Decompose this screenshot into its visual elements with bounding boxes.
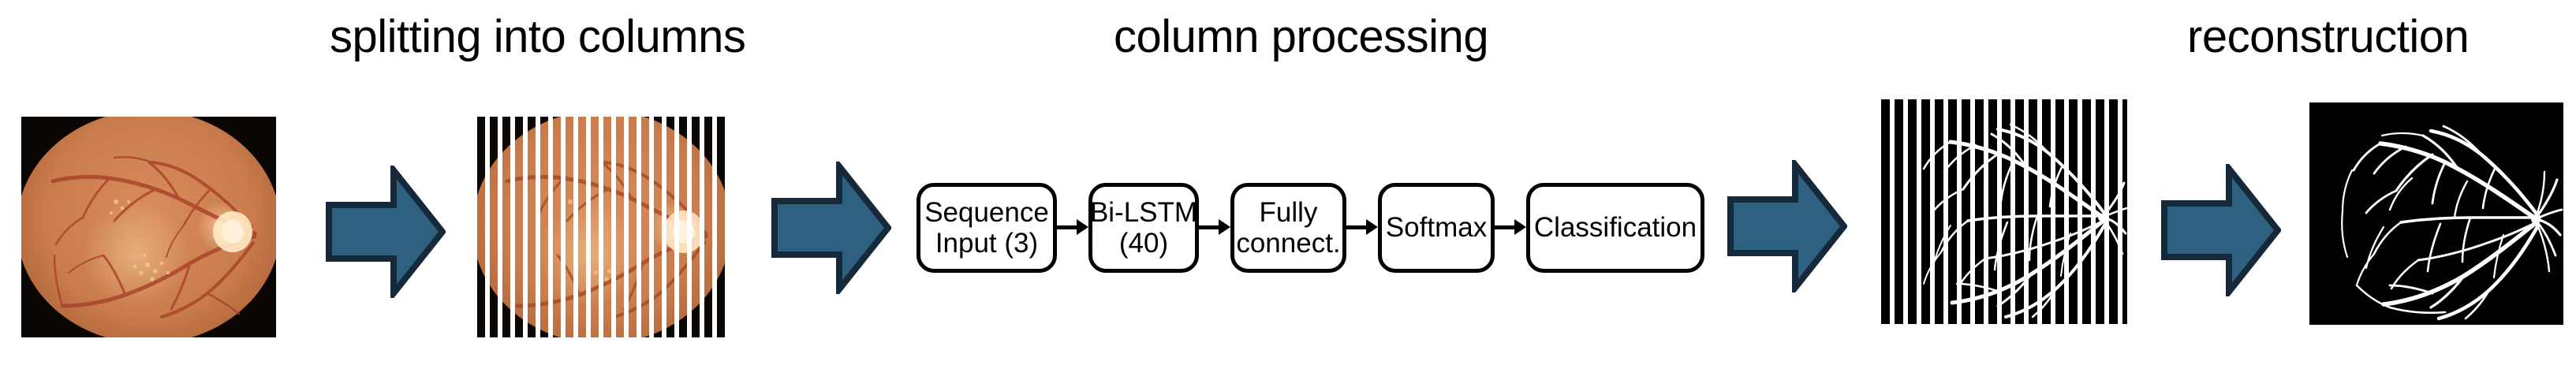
- reconstructed-vessel-tree: [2341, 125, 2563, 321]
- layer-label-sequence-input-line1: Sequence: [924, 196, 1049, 228]
- arrow-1-split: [326, 166, 446, 298]
- layer-label-bi-lstm-line1: Bi-LSTM: [1089, 196, 1198, 228]
- panel-input-fundus: [21, 117, 276, 337]
- panel-split-fundus: [477, 117, 726, 337]
- layer-box-classification[interactable]: Classification: [1526, 183, 1704, 273]
- connector-2: [1199, 219, 1230, 235]
- arrow-4-to-reconstruction: [2161, 164, 2281, 296]
- layer-box-sequence-input[interactable]: Sequence Input (3): [917, 183, 1057, 273]
- layer-label-classification: Classification: [1533, 212, 1697, 244]
- segmented-vessel-tree: [1922, 123, 2127, 318]
- layer-label-fully-connected-line2: connect.: [1236, 228, 1341, 259]
- layer-label-fully-connected-line1: Fully: [1259, 196, 1318, 228]
- layer-label-sequence-input-line2: Input (3): [935, 228, 1039, 259]
- stage-title-splitting: splitting into columns: [330, 11, 746, 62]
- arrow-3-to-segmented: [1727, 160, 1847, 292]
- connector-2-arrowhead: [1219, 219, 1230, 235]
- network-pipeline: Sequence Input (3) Bi-LSTM (40) Fully co…: [917, 183, 1704, 273]
- layer-label-bi-lstm-line2: (40): [1118, 228, 1169, 259]
- layer-label-softmax: Softmax: [1385, 212, 1488, 244]
- connector-1-arrowhead: [1077, 219, 1088, 235]
- layer-box-fully-connected[interactable]: Fully connect.: [1230, 183, 1346, 273]
- layer-box-bi-lstm[interactable]: Bi-LSTM (40): [1088, 183, 1199, 273]
- connector-3-arrowhead: [1366, 219, 1378, 235]
- connector-3: [1346, 219, 1378, 235]
- optic-disc-convergence: [2531, 214, 2541, 224]
- panel-segmented-columns: [1881, 99, 2127, 324]
- stage-title-column-processing: column processing: [1114, 11, 1489, 62]
- arrow-2-to-network: [771, 162, 891, 294]
- panel-reconstructed: [2309, 102, 2563, 325]
- connector-1-shaft: [1057, 225, 1078, 229]
- connector-3-shaft: [1346, 225, 1368, 229]
- fundus-vessel-overlay: [50, 156, 257, 318]
- layer-box-softmax[interactable]: Softmax: [1378, 183, 1495, 273]
- connector-4-shaft: [1495, 225, 1516, 229]
- connector-1: [1057, 219, 1088, 235]
- stage-title-reconstruction: reconstruction: [2187, 11, 2470, 62]
- connector-4: [1495, 219, 1526, 235]
- fundus-vessel-overlay-split: [505, 161, 708, 318]
- connector-2-shaft: [1199, 225, 1220, 229]
- connector-4-arrowhead: [1514, 219, 1526, 235]
